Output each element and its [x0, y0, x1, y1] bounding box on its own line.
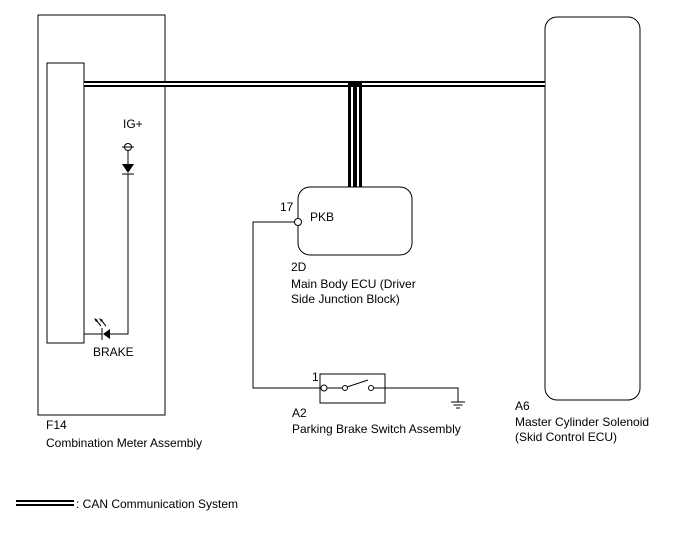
master-cylinder-name-line1: Master Cylinder Solenoid [515, 415, 649, 429]
combination-meter-box [37, 14, 166, 416]
switch-pin-1-label: 1 [312, 370, 319, 384]
parking-brake-switch [319, 373, 386, 404]
ecu-code: 2D [291, 260, 307, 274]
switch-name: Parking Brake Switch Assembly [292, 422, 461, 436]
master-cylinder-code: A6 [515, 399, 530, 413]
ground-wire [385, 387, 459, 402]
can-bus-horizontal [84, 81, 545, 87]
switch-pin-1-terminal [320, 384, 328, 392]
ecu-name-line2: Side Junction Block) [291, 292, 400, 306]
switch-contact-arm [346, 379, 369, 388]
can-bus-vertical [348, 81, 362, 188]
brake-label: BRAKE [93, 345, 134, 359]
ground-icon [451, 401, 465, 409]
master-cylinder-name-line2: (Skid Control ECU) [515, 430, 617, 444]
can-legend-symbol [16, 500, 74, 506]
combination-meter-module [46, 62, 85, 344]
pkb-wire [252, 221, 320, 389]
combination-meter-code: F14 [46, 418, 67, 432]
ecu-pin-17-terminal [294, 218, 302, 226]
combination-meter-name: Combination Meter Assembly [46, 436, 202, 450]
master-cylinder-box [544, 16, 641, 401]
ig-plus-label: IG+ [123, 117, 143, 131]
switch-code: A2 [292, 406, 307, 420]
ecu-pkb-label: PKB [310, 210, 334, 224]
brake-lamp-wire [110, 174, 129, 335]
ecu-pin-17-label: 17 [280, 200, 294, 214]
can-legend-text: : CAN Communication System [76, 497, 238, 511]
brake-led-icon [84, 318, 110, 340]
diode-icon [122, 164, 134, 175]
ecu-name-line1: Main Body ECU (Driver [291, 277, 416, 291]
ig-plus-terminal-icon [122, 143, 134, 151]
